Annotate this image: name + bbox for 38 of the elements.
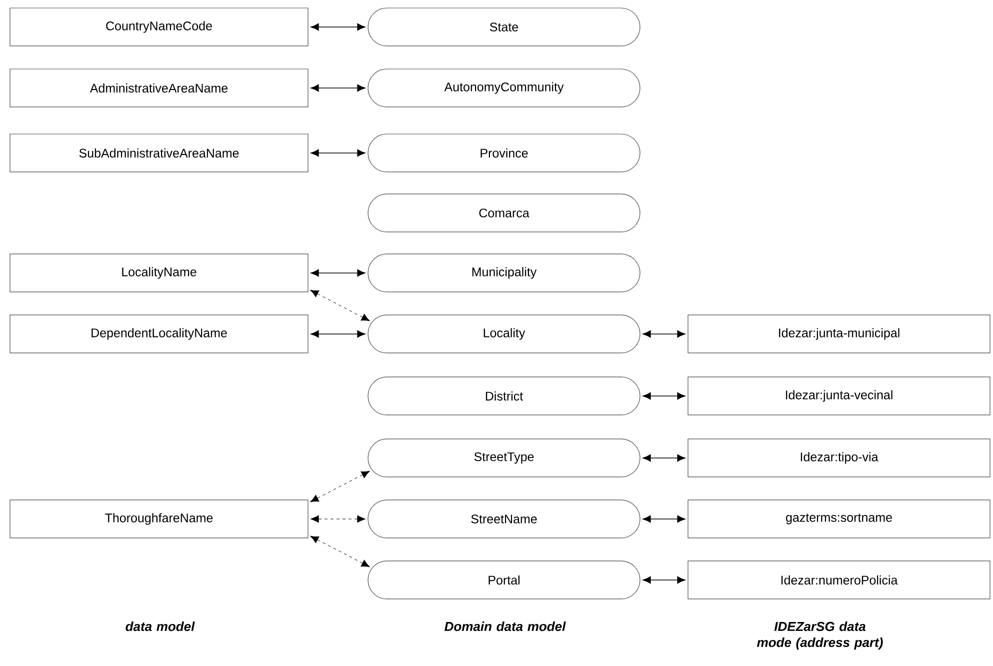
arrow <box>310 290 370 322</box>
rectangle-box: CountryNameCode <box>10 8 308 46</box>
arrow <box>310 23 366 31</box>
rounded-box: StreetType <box>368 438 640 478</box>
arrow <box>642 330 686 338</box>
rectangle-box: Idezar:numeroPolicia <box>688 560 990 600</box>
rounded-box: District <box>368 376 640 416</box>
rectangle-box: AdministrativeAreaName <box>10 68 308 108</box>
rectangle-box: SubAdministrativeAreaName <box>10 134 308 172</box>
arrow <box>310 269 366 277</box>
rectangle-box: gazterms:sortname <box>688 500 990 538</box>
rounded-box: Municipality <box>368 254 640 292</box>
rounded-box: Comarca <box>368 194 640 232</box>
arrow <box>310 515 366 523</box>
rounded-box: State <box>368 8 640 46</box>
column-label: Domain data model <box>444 622 566 632</box>
arrow <box>310 470 370 502</box>
arrow <box>642 454 686 462</box>
rounded-box: StreetName <box>368 500 640 538</box>
arrow <box>642 392 686 400</box>
arrow <box>310 330 366 338</box>
rectangle-box: DependentLocalityName <box>10 314 308 354</box>
rounded-box: Locality <box>368 314 640 354</box>
arrow <box>642 576 686 584</box>
rectangle-box: ThoroughfareName <box>10 500 308 538</box>
rounded-box: Portal <box>368 560 640 600</box>
arrow <box>310 149 366 157</box>
arrow <box>310 84 366 92</box>
column-label: data model <box>126 622 195 632</box>
rectangle-box: Idezar:tipo-via <box>688 438 990 478</box>
column-label: IDEZarSG data mode (address part) <box>757 622 883 650</box>
rounded-box: AutonomyCommunity <box>368 68 640 108</box>
rounded-box: Province <box>368 134 640 172</box>
arrow <box>642 515 686 523</box>
rectangle-box: Idezar:junta-vecinal <box>688 376 990 416</box>
rectangle-box: Idezar:junta-municipal <box>688 314 990 354</box>
arrow <box>310 536 370 568</box>
rectangle-box: LocalityName <box>10 254 308 292</box>
